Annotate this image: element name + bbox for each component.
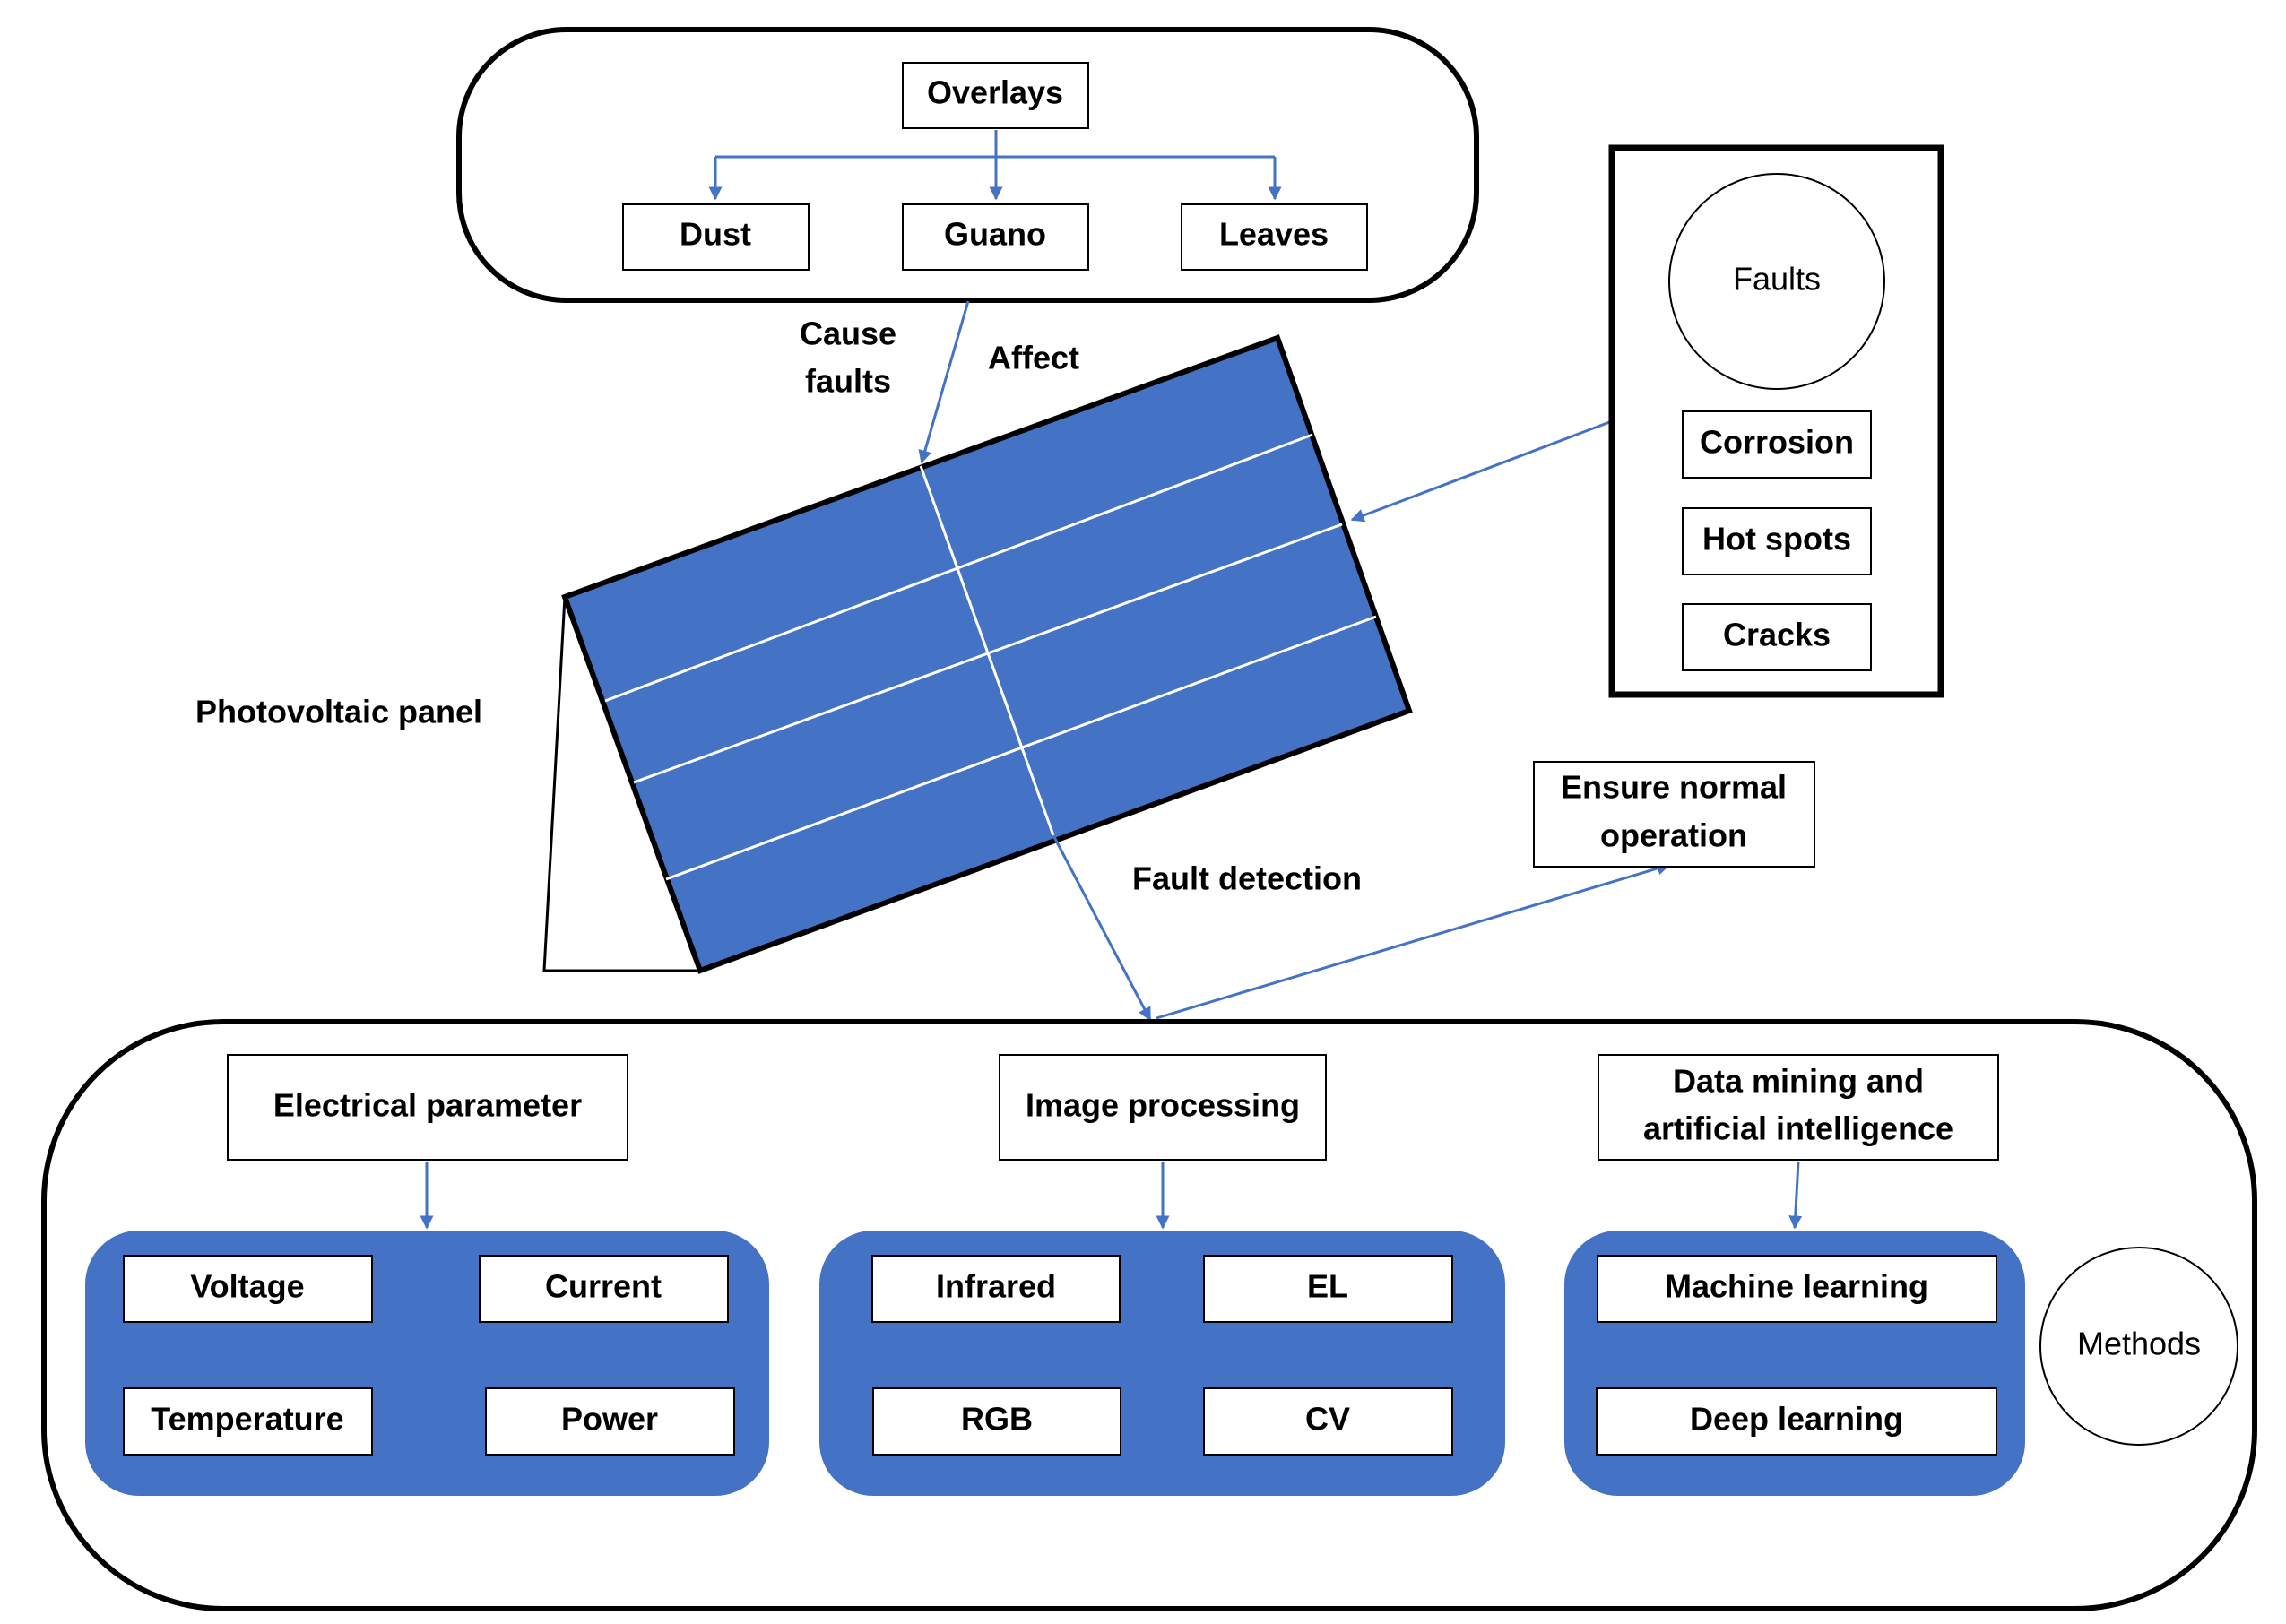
panel-grid-lines bbox=[604, 433, 1377, 881]
method-infrared-label: Infrared bbox=[936, 1268, 1056, 1305]
fault-detection-arrow bbox=[1052, 834, 1152, 1022]
overlays-container bbox=[456, 27, 1479, 303]
faults-affect-arrow bbox=[1350, 419, 1613, 523]
overlay-dust-box: Dust bbox=[622, 203, 810, 271]
method-machine-learning-label: Machine learning bbox=[1665, 1268, 1928, 1305]
overlay-leaves-box: Leaves bbox=[1181, 203, 1368, 271]
fault-detection-label: Fault detection bbox=[1132, 860, 1362, 897]
overlay-guano-box: Guano bbox=[902, 203, 1089, 271]
method-current-label: Current bbox=[545, 1268, 662, 1305]
electrical-parameter-group: Electrical parameter Voltage Current Tem… bbox=[85, 1054, 769, 1496]
methods-connectors bbox=[420, 1161, 1803, 1230]
electrical-parameter-header-box bbox=[227, 1054, 628, 1161]
overlays-title-box: Overlays bbox=[902, 62, 1089, 129]
method-deep-learning-box: Deep learning bbox=[1596, 1387, 1997, 1456]
fault-cracks-box: Cracks bbox=[1682, 603, 1872, 671]
overlay-leaves-label: Leaves bbox=[1219, 216, 1329, 253]
method-el-box: EL bbox=[1203, 1255, 1453, 1323]
ensure-normal-operation-line1: Ensure normal bbox=[1561, 769, 1787, 806]
fault-corrosion-box: Corrosion bbox=[1682, 410, 1872, 479]
data-mining-ai-header-box bbox=[1598, 1054, 1999, 1161]
image-processing-header-box bbox=[999, 1054, 1327, 1161]
method-temperature-box: Temperature bbox=[123, 1387, 373, 1456]
method-el-label: EL bbox=[1307, 1268, 1348, 1305]
cause-faults-arrow bbox=[918, 300, 970, 464]
method-deep-learning-label: Deep learning bbox=[1690, 1401, 1903, 1438]
data-mining-ai-header-line2: artificial intelligence bbox=[1643, 1110, 1953, 1147]
method-temperature-label: Temperature bbox=[151, 1401, 343, 1438]
method-rgb-box: RGB bbox=[872, 1387, 1121, 1456]
overlays-group: Overlays Dust Guano Leaves bbox=[456, 27, 1479, 303]
data-mining-ai-group: Data mining and artificial intelligence … bbox=[1564, 1054, 2025, 1496]
image-processing-header: Image processing bbox=[1026, 1087, 1300, 1124]
overlays-connectors bbox=[708, 130, 1282, 201]
faults-container bbox=[1608, 144, 1944, 698]
method-current-box: Current bbox=[479, 1255, 729, 1323]
fault-cracks-label: Cracks bbox=[1723, 617, 1831, 653]
method-rgb-label: RGB bbox=[961, 1401, 1033, 1438]
method-voltage-label: Voltage bbox=[190, 1268, 304, 1305]
method-infrared-box: Infrared bbox=[871, 1255, 1121, 1323]
data-mining-ai-header-line1: Data mining and bbox=[1673, 1063, 1924, 1100]
methods-group: Electrical parameter Voltage Current Tem… bbox=[41, 1019, 2257, 1611]
methods-circle bbox=[2039, 1247, 2238, 1446]
cause-faults-label-line2: faults bbox=[805, 363, 891, 400]
method-cv-box: CV bbox=[1203, 1387, 1453, 1456]
electrical-parameter-header: Electrical parameter bbox=[273, 1087, 582, 1124]
method-voltage-box: Voltage bbox=[123, 1255, 373, 1323]
overlay-dust-label: Dust bbox=[680, 216, 751, 253]
image-processing-group: Image processing Infrared EL RGB CV bbox=[819, 1054, 1505, 1496]
fault-hot-spots-box: Hot spots bbox=[1682, 507, 1872, 575]
faults-circle bbox=[1668, 173, 1885, 390]
overlays-title: Overlays bbox=[927, 74, 1063, 111]
method-power-label: Power bbox=[561, 1401, 658, 1438]
fault-hot-spots-label: Hot spots bbox=[1702, 521, 1851, 557]
faults-title: Faults bbox=[1733, 261, 1821, 298]
method-machine-learning-box: Machine learning bbox=[1597, 1255, 1997, 1323]
diagram-arrows bbox=[918, 300, 1671, 1022]
photovoltaic-panel bbox=[542, 334, 1413, 974]
fault-corrosion-label: Corrosion bbox=[1700, 424, 1854, 461]
method-cv-label: CV bbox=[1305, 1401, 1350, 1438]
ensure-normal-operation-box: Ensure normal operation bbox=[1533, 761, 1815, 868]
cause-faults-label-line1: Cause bbox=[800, 315, 896, 352]
overlay-guano-label: Guano bbox=[944, 216, 1046, 253]
faults-group: Faults Corrosion Hot spots Cracks bbox=[1608, 144, 1944, 698]
ensure-operation-arrow bbox=[1156, 861, 1671, 1020]
photovoltaic-panel-label: Photovoltaic panel bbox=[195, 694, 482, 730]
methods-container bbox=[41, 1019, 2257, 1611]
affect-label: Affect bbox=[988, 340, 1079, 376]
method-power-box: Power bbox=[485, 1387, 735, 1456]
ensure-normal-operation-line2: operation bbox=[1600, 817, 1747, 854]
methods-title: Methods bbox=[2077, 1326, 2201, 1362]
